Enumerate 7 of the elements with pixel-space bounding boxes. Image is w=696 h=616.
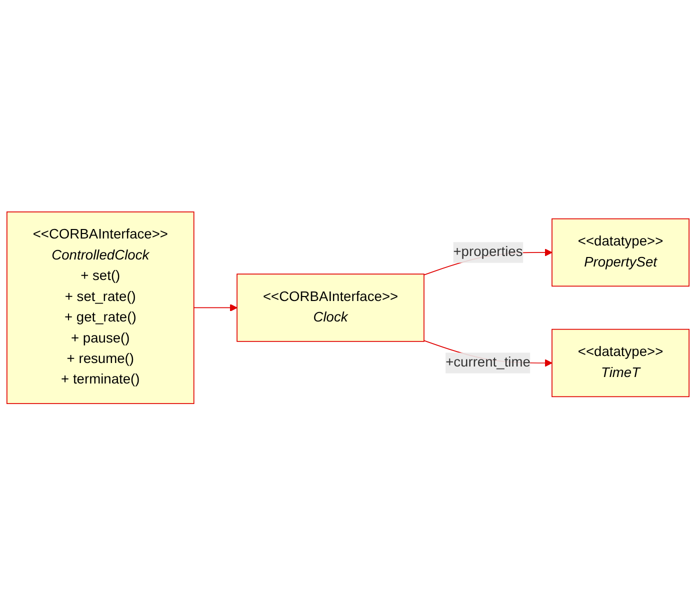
node-box: <<datatype>> PropertySet (552, 218, 690, 287)
node-box: <<CORBAInterface>> ControlledClock + set() + set_rate() + get_rate() + pause() + resume() + terminate() (6, 212, 194, 404)
node-box: <<CORBAInterface>> Clock (236, 274, 424, 342)
edge-label: +current_time (446, 355, 530, 370)
node-box: <<datatype>> TimeT (552, 329, 690, 398)
arrow (193, 304, 238, 312)
edge-label: +properties (453, 244, 523, 260)
